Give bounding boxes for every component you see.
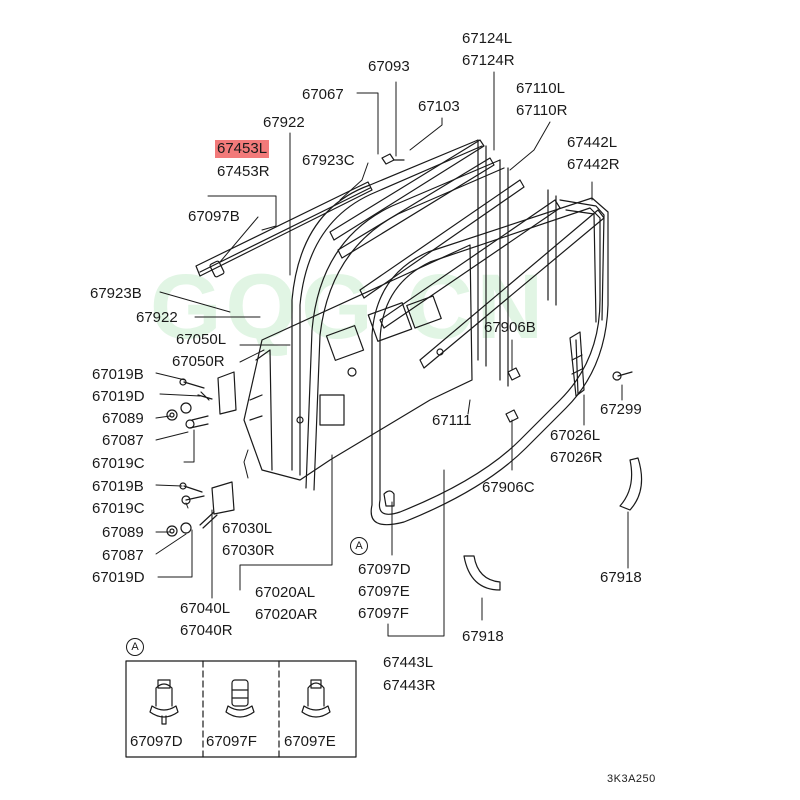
label-67089-1: 67089 xyxy=(102,410,144,427)
detail-box-a xyxy=(125,660,357,758)
trim-67918 xyxy=(463,457,643,591)
label-67111: 67111 xyxy=(432,412,472,429)
label-67443L: 67443L xyxy=(383,654,434,671)
label-67453L-highlighted: 67453L xyxy=(215,140,270,158)
label-67020AL: 67020AL xyxy=(255,584,316,601)
leader-lines xyxy=(155,71,629,637)
label-67110L: 67110L xyxy=(516,80,565,97)
label-67097D: 67097D xyxy=(358,561,411,578)
label-67026R: 67026R xyxy=(550,449,603,466)
label-67019B-1: 67019B xyxy=(92,366,144,383)
label-67453R: 67453R xyxy=(217,163,270,180)
label-67030L: 67030L xyxy=(222,520,273,537)
detail-label-67097F: 67097F xyxy=(206,733,257,750)
label-67922-mid: 67922 xyxy=(136,309,178,326)
opening-weatherstrip-67443 xyxy=(370,197,609,526)
label-67019D-2: 67019D xyxy=(92,569,145,586)
label-67019C-2: 67019C xyxy=(92,500,145,517)
door-frame xyxy=(291,139,557,491)
label-67299: 67299 xyxy=(600,401,642,418)
label-67026L: 67026L xyxy=(550,427,601,444)
label-67442L: 67442L xyxy=(567,134,618,151)
label-67050L: 67050L xyxy=(176,331,227,348)
label-67918-bottom: 67918 xyxy=(462,628,504,645)
label-67443R: 67443R xyxy=(383,677,436,694)
label-67089-2: 67089 xyxy=(102,524,144,541)
label-67040R: 67040R xyxy=(180,622,233,639)
label-67922-top: 67922 xyxy=(263,114,305,131)
label-67906C: 67906C xyxy=(482,479,535,496)
belt-moulding-67453 xyxy=(195,181,373,278)
label-67906B: 67906B xyxy=(484,319,536,336)
detail-label-67097E: 67097E xyxy=(284,733,336,750)
label-67067: 67067 xyxy=(302,86,344,103)
label-67097F: 67097F xyxy=(358,605,409,622)
label-67923B: 67923B xyxy=(90,285,142,302)
label-67124L: 67124L xyxy=(462,30,513,47)
door-weatherstrip-67442 xyxy=(559,199,605,323)
label-67019D-1: 67019D xyxy=(92,388,145,405)
detail-marker-a: A xyxy=(126,638,144,656)
label-67097E: 67097E xyxy=(358,583,410,600)
label-67087-1: 67087 xyxy=(102,432,144,449)
clips-67906 xyxy=(383,367,521,507)
label-67918-right: 67918 xyxy=(600,569,642,586)
label-67442R: 67442R xyxy=(567,156,620,173)
label-67923C: 67923C xyxy=(302,152,355,169)
hinge-parts xyxy=(166,371,237,537)
label-67050R: 67050R xyxy=(172,353,225,370)
label-67019B-2: 67019B xyxy=(92,478,144,495)
label-67087-2: 67087 xyxy=(102,547,144,564)
detail-label-67097D: 67097D xyxy=(130,733,183,750)
label-67093: 67093 xyxy=(368,58,410,75)
label-67124R: 67124R xyxy=(462,52,515,69)
bracket-67026 xyxy=(569,331,585,397)
label-67103: 67103 xyxy=(418,98,460,115)
diagram-code: 3K3A250 xyxy=(607,773,656,785)
label-67110R: 67110R xyxy=(516,102,568,119)
label-67030R: 67030R xyxy=(222,542,275,559)
bolt-67299 xyxy=(612,371,633,381)
label-67040L: 67040L xyxy=(180,600,231,617)
callout-marker-a: A xyxy=(350,537,368,555)
label-67020AR: 67020AR xyxy=(255,606,318,623)
screw-67093 xyxy=(381,153,405,165)
label-67097B: 67097B xyxy=(188,208,240,225)
label-67019C-1: 67019C xyxy=(92,455,145,472)
